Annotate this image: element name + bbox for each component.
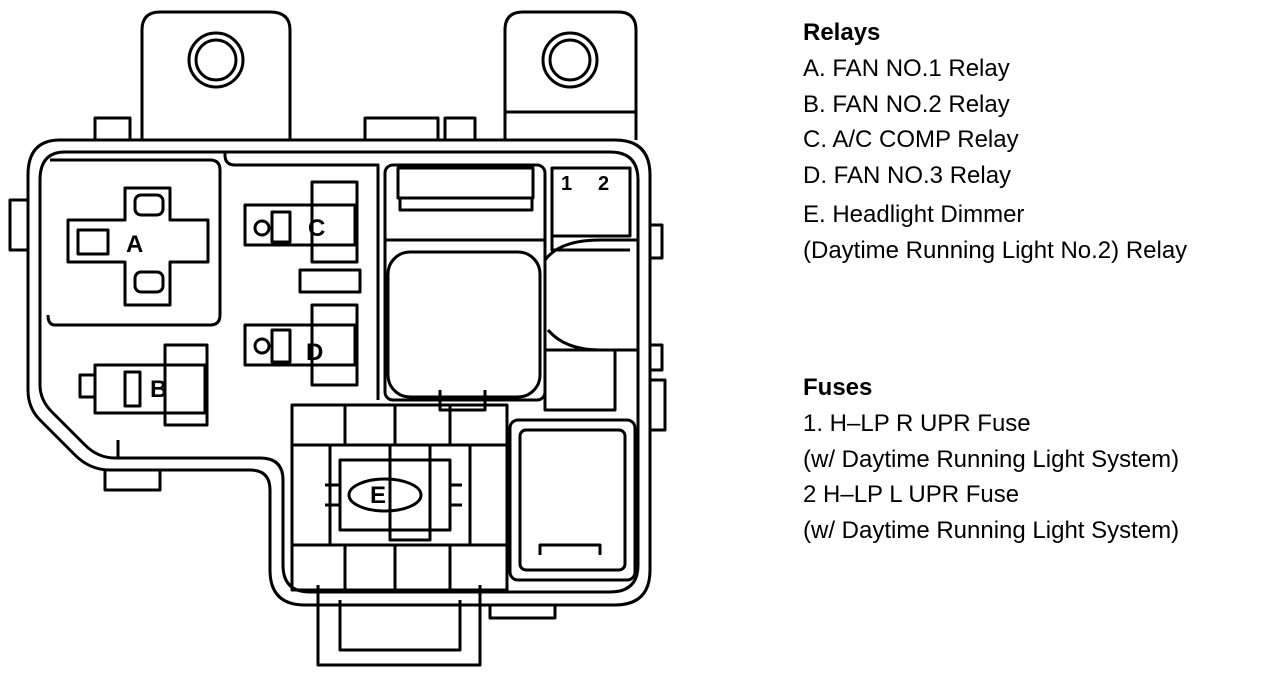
relay-c [243,180,359,264]
relay-d-label: D [306,339,323,366]
relay-b-label: B [150,376,167,403]
fuse-1-label: 1 [561,173,572,195]
relay-legend-item: B. FAN NO.2 Relay [803,90,1010,118]
relays-legend: Relays A. FAN NO.1 Relay B. FAN NO.2 Rel… [803,15,1258,268]
fuse-legend-item: (w/ Daytime Running Light System) [803,445,1180,473]
relay-legend-item: (Daytime Running Light No.2) Relay [803,236,1188,264]
mounting-tab-bottom [316,585,482,667]
relay-e [325,443,462,542]
relay-legend-item: A. FAN NO.1 Relay [803,55,1010,82]
fuse-2-label: 2 [598,173,609,195]
mounting-tab-right [503,10,638,140]
relay-box-diagram: A B C D E 1 2 [8,10,667,667]
relay-e-label: E [370,482,386,509]
fuse-legend-item: (w/ Daytime Running Light System) [803,516,1180,544]
fuses-legend: Fuses 1. H–LP R UPR Fuse (w/ Daytime Run… [803,370,1258,548]
relay-d [243,268,362,387]
housing-inner [38,150,640,594]
relay-a [66,186,210,307]
fuse-legend-item: 1. H–LP R UPR Fuse [803,410,1031,437]
housing-outer [26,138,652,607]
fuse-legend-item: 2 H–LP L UPR Fuse [803,481,1020,508]
relay-legend-item: E. Headlight Dimmer [803,201,1025,228]
relay-c-label: C [308,215,325,242]
mounting-tab-left [140,10,292,140]
relay-legend-item: D. FAN NO.3 Relay [803,161,1012,189]
relays-heading: Relays [803,19,881,46]
relay-b [78,343,209,427]
relay-a-label: A [126,231,143,258]
fuses-heading: Fuses [803,374,873,401]
relay-legend-item: C. A/C COMP Relay [803,126,1019,153]
